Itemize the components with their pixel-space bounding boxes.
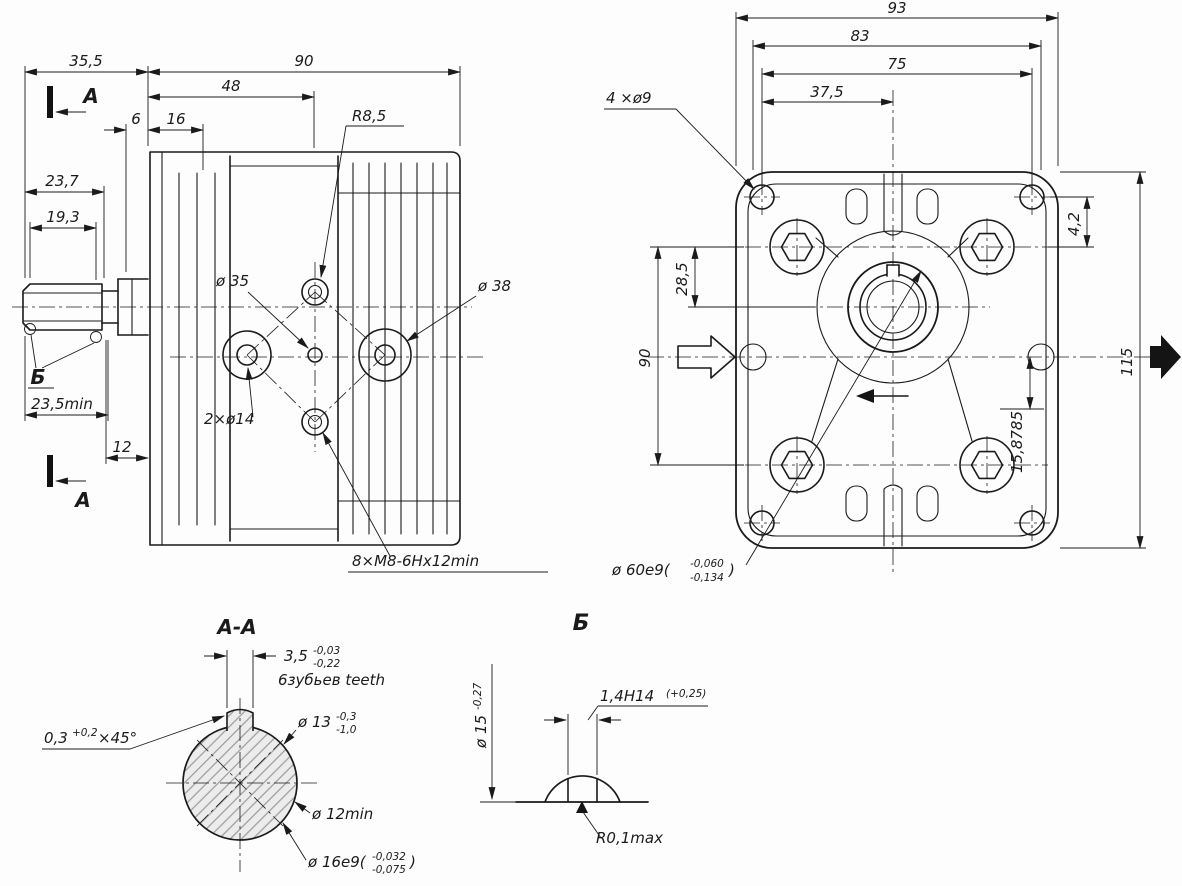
- dia-15-rotated-label: ø 15 -0,27: [472, 683, 490, 749]
- casting-details: [739, 173, 1055, 547]
- dia-12min-label: ø 12min: [311, 805, 373, 823]
- cover-bolts-hex: [769, 219, 1015, 493]
- front-view: 93 83 75 37,5 4 ×ø9 28,5 90 4,2 115 15,8…: [604, 0, 1181, 584]
- spline-shaft-cross-section: [166, 698, 318, 872]
- radius-0-1-max-label: R0,1max: [596, 829, 663, 847]
- pump-body-side-outline: [149, 151, 461, 546]
- dia-13-upper-tolerance: -0,3: [336, 711, 357, 723]
- dim-75-label: 75: [887, 55, 906, 73]
- dim-19-3-label: 19,3: [46, 208, 79, 226]
- dia-60-label: ø 60e9(: [611, 561, 671, 579]
- section-aa-title: A-A: [215, 615, 256, 639]
- slot-bottom-arrow: [576, 801, 588, 813]
- dia-35-label: ø 35: [215, 272, 249, 290]
- mounting-flange-outline: [735, 171, 1059, 549]
- teeth-count-note: 6зубьев teeth: [278, 671, 385, 689]
- dia-16-close-paren: ): [409, 853, 416, 871]
- dim-23-5min-label: 23,5min: [31, 395, 93, 413]
- tooth-width-label: 3,5: [284, 647, 308, 665]
- side-view: A A 35,5 90 48 6 16 R8,5 23,7 19,3 Б 23,…: [12, 52, 548, 573]
- dim-4-2-label: 4,2: [1065, 212, 1083, 236]
- dia-16-lower-tolerance: -0,075: [372, 864, 406, 876]
- front-view-dimension-lines: [604, 12, 1146, 566]
- detail-b-title: Б: [573, 611, 590, 636]
- dim-48-label: 48: [221, 77, 240, 95]
- port-and-bolt-circles: [222, 278, 412, 436]
- center-spigot-and-shaft-bore: [816, 230, 970, 403]
- keyway-width-label: 1,4H14: [600, 687, 654, 705]
- dia-15-label: ø 15: [472, 715, 490, 749]
- tooth-width-lower-tolerance: -0,22: [313, 658, 340, 670]
- holes-4x9-label: 4 ×ø9: [606, 89, 652, 107]
- dia-13-lower-tolerance: -1,0: [336, 724, 357, 736]
- dia-60-upper-tolerance: -0,060: [690, 558, 724, 570]
- thread-note-label: 8×M8-6Hx12min: [352, 552, 479, 570]
- dia-60-lower-tolerance: -0,134: [690, 572, 724, 584]
- section-plane-markers: [47, 86, 86, 487]
- dim-83-label: 83: [850, 27, 869, 45]
- dim-28-5-label: 28,5: [673, 262, 691, 295]
- section-aa-detail: A-A 3,5 -0,03 -0,22 6зубьев teeth 0,3 +0…: [42, 615, 416, 876]
- inlet-flow-arrow: [677, 335, 736, 379]
- dia-13-label: ø 13: [297, 713, 331, 731]
- side-view-dimension-lines: [23, 66, 548, 573]
- side-view-centerlines: [12, 262, 485, 452]
- holes-2x14-label: 2×ø14: [204, 410, 254, 428]
- dim-16-label: 16: [166, 110, 185, 128]
- keyway-profile: [515, 775, 649, 813]
- section-aa-dimension-lines: [42, 650, 311, 861]
- tooth-width-upper-tolerance: -0,03: [313, 645, 340, 657]
- rotation-direction-arrow: [856, 389, 874, 403]
- keyway-width-tolerance: (+0,25): [666, 688, 706, 700]
- dim-37-5-label: 37,5: [810, 83, 843, 101]
- dia-16-upper-tolerance: -0,032: [372, 851, 406, 863]
- dim-6-label: 6: [131, 110, 141, 128]
- chamfer-tolerance: +0,2: [72, 727, 98, 739]
- detail-b-reference-label: Б: [30, 365, 45, 389]
- dim-93-label: 93: [887, 0, 906, 17]
- radius-8-5-label: R8,5: [352, 107, 386, 125]
- dim-12-label: 12: [112, 438, 131, 456]
- dim-90-vertical-label: 90: [636, 348, 654, 367]
- dia-16-label: ø 16e9(: [307, 853, 367, 871]
- dim-15-8785-label: 15,8785: [1008, 411, 1026, 473]
- outlet-flow-arrow: [1150, 335, 1181, 379]
- dia-60-close-paren: ): [728, 561, 735, 579]
- section-label-a-top: A: [81, 84, 98, 108]
- dia-38-label: ø 38: [477, 277, 511, 295]
- dim-115-label: 115: [1118, 348, 1136, 377]
- dia-15-tolerance: -0,27: [472, 683, 484, 710]
- chamfer-value-label: 0,3: [44, 729, 68, 747]
- keyway-detail-b: Б ø 15 -0,27 1,4H14 (+0,25) R0,1max: [472, 611, 708, 847]
- detail-b-dimension-lines: [480, 664, 708, 839]
- dim-90-label: 90: [294, 52, 313, 70]
- chamfer-angle-label: ×45°: [98, 729, 137, 747]
- drive-shaft: [22, 278, 149, 369]
- dim-23-7-label: 23,7: [45, 172, 79, 190]
- section-label-a-bottom: A: [73, 488, 90, 512]
- dim-35-5-label: 35,5: [69, 52, 102, 70]
